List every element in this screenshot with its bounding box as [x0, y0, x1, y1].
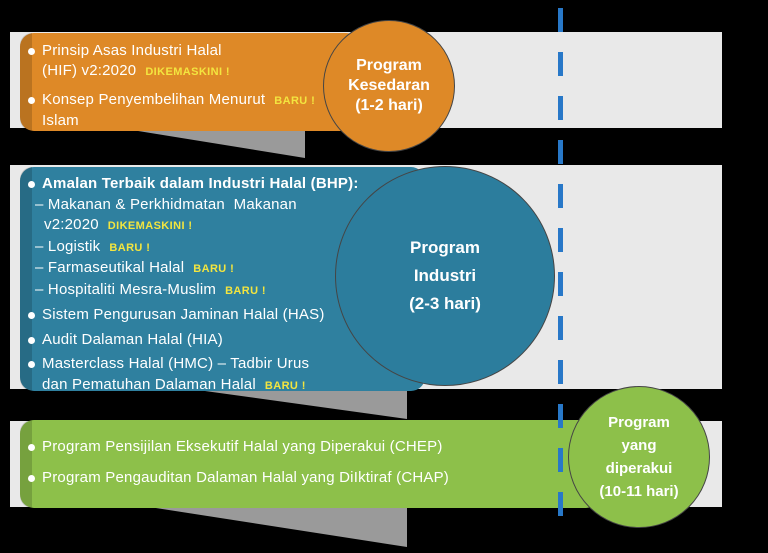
- course-title-text: (HIF) v2:2020: [42, 62, 137, 79]
- course-title-text: Islam: [42, 112, 79, 129]
- circle-label-line: (10-11 hari): [599, 483, 679, 500]
- list-item: Program Pengauditan Dalaman Halal yang D…: [28, 468, 590, 488]
- baru-badge: BARU !: [274, 95, 316, 107]
- bullet-icon: [28, 181, 35, 188]
- bullet-icon: [28, 475, 35, 482]
- bullet-icon: [28, 48, 35, 55]
- bullet-icon: [28, 361, 35, 368]
- course-title-text: Sistem Pengurusan Jaminan Halal (HAS): [42, 306, 325, 323]
- sub-course-title: – Makanan & Perkhidmatan Makanan: [35, 195, 415, 216]
- bullet-icon: [28, 444, 35, 451]
- circle-label-line: Program: [608, 414, 670, 431]
- course-title-text: Program Pengauditan Dalaman Halal yang D…: [42, 469, 450, 486]
- program-industri-circle: Program Industri (2-3 hari): [335, 166, 555, 386]
- course-title: Masterclass Halal (HMC) – Tadbir Urus: [42, 354, 415, 375]
- list-item: Program Pensijilan Eksekutif Halal yang …: [28, 437, 590, 457]
- bullet-icon: [28, 336, 35, 344]
- dikemaskini-badge: DIKEMASKINI !: [107, 220, 193, 232]
- kesedaran-bar-shadow-wedge: [132, 130, 305, 158]
- circle-label-line: (2-3 hari): [409, 294, 481, 313]
- baru-badge: BARU !: [225, 284, 266, 297]
- program-industri-bar: Amalan Terbaik dalam Industri Halal (BHP…: [20, 167, 425, 393]
- diperakui-bar-shadow-wedge: [143, 506, 407, 547]
- list-item: Masterclass Halal (HMC) – Tadbir Urus da…: [28, 354, 415, 396]
- course-title-text: Audit Dalaman Halal (HIA): [42, 330, 223, 348]
- bhp-sublist: – Makanan & Perkhidmatan Makanan v2:2020…: [28, 195, 415, 302]
- course-title-text: – Farmaseutikal Halal: [35, 259, 185, 276]
- timeline-divider-dashed-line: [558, 8, 563, 536]
- baru-badge: BARU !: [109, 241, 151, 254]
- baru-badge: BARU !: [193, 263, 235, 275]
- list-item: Sistem Pengurusan Jaminan Halal (HAS): [28, 305, 415, 326]
- course-title-text: Masterclass Halal (HMC) – Tadbir Urus: [42, 355, 310, 372]
- sub-course-title: – Logistik BARU !: [35, 237, 415, 259]
- list-item: Amalan Terbaik dalam Industri Halal (BHP…: [28, 174, 415, 195]
- circle-label-line: diperakui: [605, 460, 673, 477]
- circle-label-line: Kesedaran: [348, 77, 430, 94]
- bullet-icon: [28, 312, 35, 319]
- circle-label-line: yang: [621, 437, 657, 454]
- course-title-text: v2:2020: [44, 216, 99, 233]
- course-title: Konsep Penyembelihan Menurut BARU !: [42, 90, 350, 111]
- course-title-text: – Makanan & Perkhidmatan Makanan: [35, 195, 297, 213]
- list-item: Audit Dalaman Halal (HIA): [28, 330, 415, 351]
- course-title: (HIF) v2:2020 DIKEMASKINI !: [42, 61, 350, 82]
- course-title: Prinsip Asas Industri Halal: [42, 41, 350, 61]
- course-title-text: Konsep Penyembelihan Menurut: [42, 91, 266, 108]
- course-title: Amalan Terbaik dalam Industri Halal (BHP…: [42, 174, 415, 195]
- list-item: Prinsip Asas Industri Halal (HIF) v2:202…: [28, 41, 350, 82]
- course-title: Sistem Pengurusan Jaminan Halal (HAS): [42, 305, 415, 326]
- sub-course-title: v2:2020 DIKEMASKINI !: [35, 215, 415, 237]
- circle-label-line: (1-2 hari): [355, 97, 423, 114]
- list-item: Konsep Penyembelihan Menurut BARU ! Islam: [28, 90, 350, 131]
- circle-label-line: Program: [356, 57, 422, 74]
- course-title-text: – Hospitaliti Mesra-Muslim: [35, 280, 217, 298]
- course-title: Audit Dalaman Halal (HIA): [42, 330, 415, 351]
- course-title: Program Pensijilan Eksekutif Halal yang …: [42, 437, 590, 457]
- course-title-text: dan Pematuhan Dalaman Halal: [42, 375, 256, 393]
- course-title: dan Pematuhan Dalaman Halal BARU !: [42, 375, 415, 397]
- baru-badge: BARU !: [264, 379, 306, 392]
- dikemaskini-badge: DIKEMASKINI !: [145, 66, 230, 78]
- bullet-icon: [28, 97, 35, 104]
- course-title-text: Program Pensijilan Eksekutif Halal yang …: [42, 438, 443, 455]
- sub-course-title: – Farmaseutikal Halal BARU !: [35, 258, 415, 280]
- circle-label-line: Industri: [413, 266, 477, 285]
- course-title-text: Prinsip Asas Industri Halal: [42, 42, 222, 59]
- course-title-text: Amalan Terbaik dalam Industri Halal (BHP…: [42, 175, 359, 192]
- circle-label-line: Program: [410, 238, 480, 257]
- course-title-text: – Logistik: [35, 237, 101, 255]
- program-diperakui-circle: Program yang diperakui (10-11 hari): [568, 386, 710, 528]
- program-kesedaran-bar: Prinsip Asas Industri Halal (HIF) v2:202…: [20, 33, 360, 131]
- program-diperakui-bar: Program Pensijilan Eksekutif Halal yang …: [20, 420, 600, 508]
- sub-course-title: – Hospitaliti Mesra-Muslim BARU !: [35, 280, 415, 302]
- program-kesedaran-circle: Program Kesedaran (1-2 hari): [323, 20, 455, 152]
- course-title: Program Pengauditan Dalaman Halal yang D…: [42, 468, 590, 488]
- course-title: Islam: [42, 111, 350, 131]
